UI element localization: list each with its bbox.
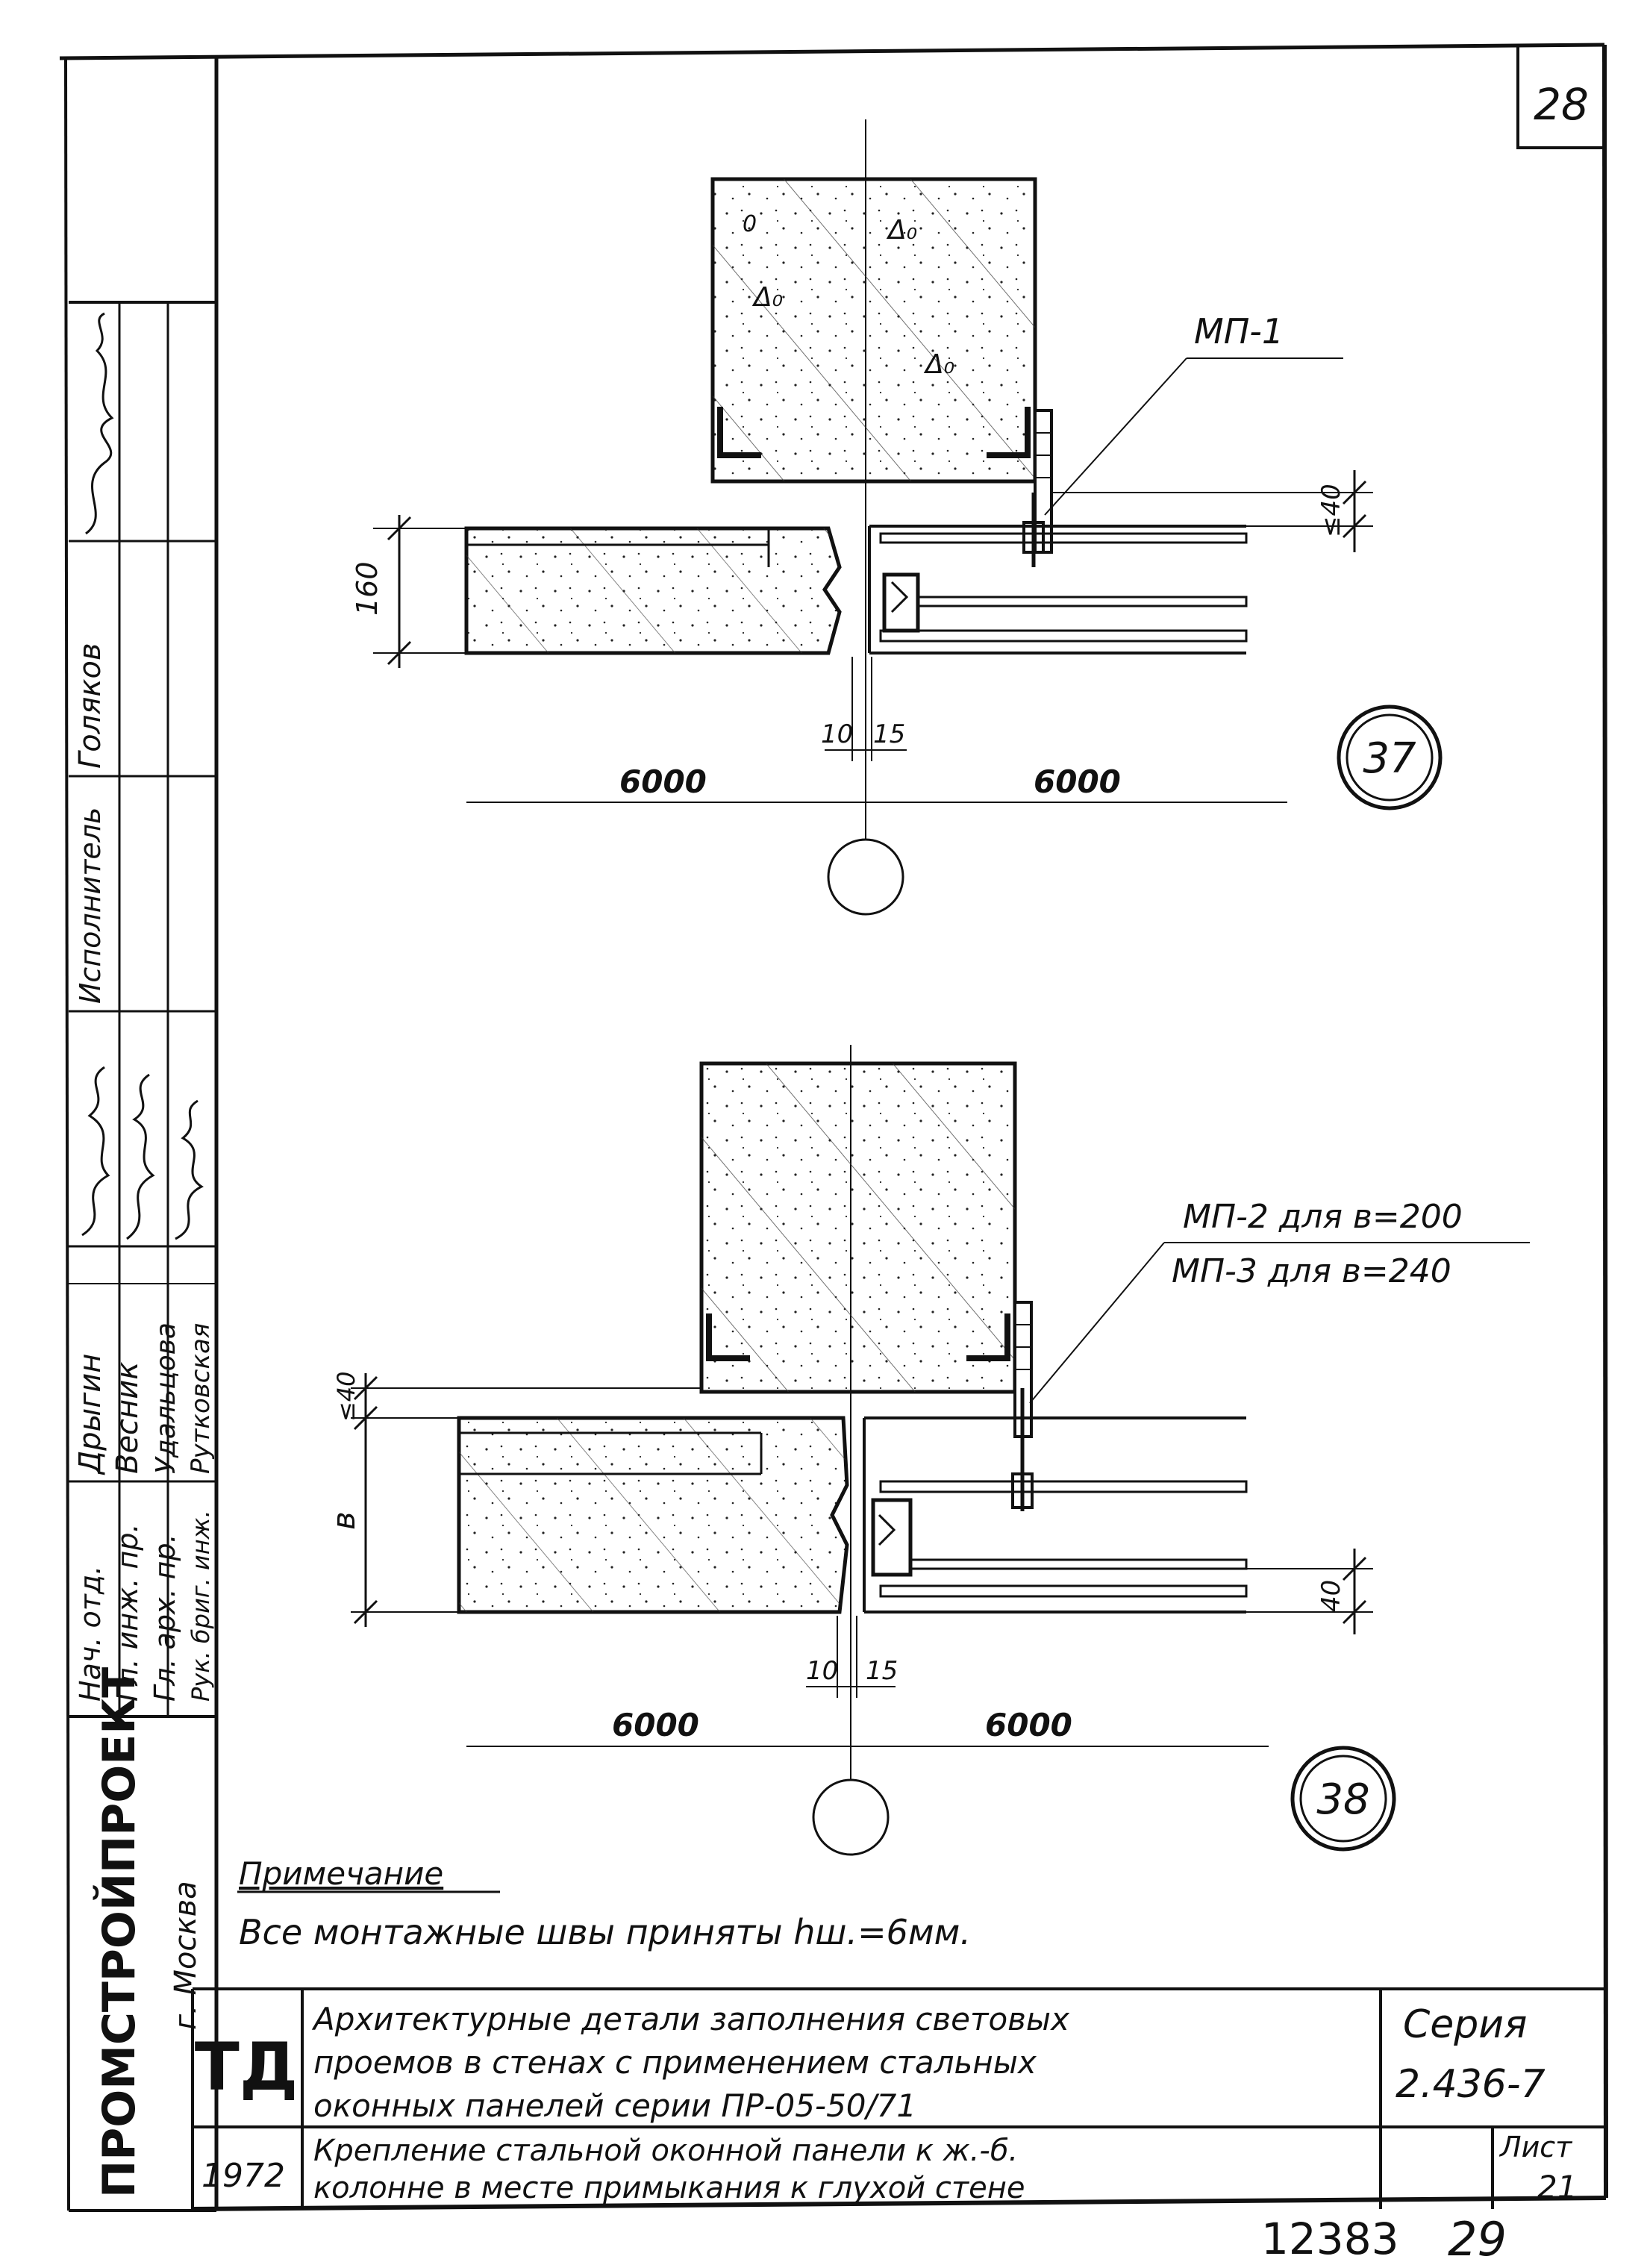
page-number: 28 (1534, 79, 1589, 130)
executor-name: Голяков (73, 643, 107, 769)
sheet-title-line-1: Крепление стальной оконной панели к ж.-б… (313, 2134, 1018, 2168)
span-left-38: 6000 (612, 1707, 699, 1743)
axis-bubble-38 (812, 1778, 890, 1856)
note-heading: Примечание (239, 1855, 443, 1892)
description-line-1: Архитектурные детали заполнения световых (311, 2001, 1070, 2037)
logo: ТД (195, 2028, 298, 2105)
role-executor: Исполнитель (74, 807, 107, 1004)
window-panel-37 (868, 493, 1248, 655)
organization-name: ПРОМСТРОЙПРОЕКТ (92, 1667, 146, 2198)
position-3: Гл. арх. пр. (149, 1534, 181, 1702)
span-right-38: 6000 (985, 1707, 1072, 1743)
dim-gap-left-38: 10 (806, 1656, 838, 1686)
description-line-3: оконных панелей серии ПР-05-50/71 (313, 2087, 916, 2124)
sheet-label: Лист (1498, 2131, 1573, 2164)
axis-bubble-37 (827, 838, 904, 916)
archive-number: 12383 (1261, 2214, 1399, 2264)
signature-4 (175, 1099, 204, 1240)
detail-38: ≤40 в 40 МП-2 для в=200 МП-3 для в=240 1… (325, 1045, 1530, 1856)
note: Примечание Все монтажные швы приняты hш.… (237, 1855, 971, 1952)
city-name: г. Москва (169, 1881, 203, 2030)
name-1: Дрыгин (73, 1354, 107, 1475)
dim-bottom-offset-38: 40 (1316, 1580, 1346, 1612)
dim-gap-right-37: 15 (873, 719, 905, 749)
dim-wall-38: в (325, 1511, 362, 1530)
signature-1 (85, 312, 114, 535)
description-line-2: проемов в стенах с применением стальных (313, 2044, 1037, 2081)
series-value: 2.436-7 (1396, 2062, 1546, 2107)
position-4: Рук. бриг. инж. (187, 1510, 215, 1702)
svg-text:Δ₀: Δ₀ (923, 349, 954, 380)
note-text: Все монтажные швы приняты hш.=6мм. (239, 1912, 971, 1952)
year: 1972 (201, 2157, 285, 2195)
detail-marker-38: 38 (1316, 1775, 1369, 1824)
window-panel-38 (863, 1388, 1248, 1613)
side-stamp-text: ПРОМСТРОЙПРОЕКТ г. Москва Нач. отд. Гл. … (73, 312, 216, 2198)
signature-2 (81, 1066, 110, 1237)
svg-text:Δ₀: Δ₀ (886, 215, 917, 246)
position-1: Нач. отд. (74, 1566, 107, 1702)
plate-label-38-a: МП-2 для в=200 (1183, 1198, 1463, 1236)
detail-marker-37: 37 (1363, 734, 1416, 783)
name-3: Удальцова (151, 1322, 181, 1474)
name-2: Весник (110, 1362, 145, 1474)
svg-text:Δ₀: Δ₀ (751, 282, 783, 313)
dim-offset-37: ≤40 (1316, 484, 1346, 537)
sheet-value: 21 (1537, 2169, 1577, 2205)
detail-37: 160 ≤40 МП-1 10 15 6000 6000 37 Δ₀ Δ₀ Δ₀… (351, 119, 1443, 916)
span-right-37: 6000 (1034, 763, 1121, 800)
dim-top-offset-38: ≤40 (332, 1371, 360, 1422)
dim-gap-left-37: 10 (821, 719, 853, 749)
plate-label-38-b: МП-3 для в=240 (1172, 1252, 1451, 1290)
frame (59, 43, 1608, 2212)
archive-page: 29 (1448, 2212, 1507, 2267)
dim-wall-37: 160 (351, 561, 384, 616)
series-label: Серия (1403, 2002, 1527, 2047)
sheet-title-line-2: колонне в месте примыкания к глухой стен… (313, 2171, 1025, 2205)
dim-gap-right-38: 15 (866, 1656, 898, 1686)
title-block-text: ТД Архитектурные детали заполнения свето… (195, 2001, 1578, 2205)
name-4: Рутковская (186, 1323, 216, 1474)
signature-3 (126, 1073, 155, 1240)
title-block (191, 1987, 1606, 2209)
svg-text:0: 0 (743, 211, 757, 237)
side-stamp (69, 301, 216, 1718)
page-number-box: 28 (1516, 46, 1604, 149)
span-left-37: 6000 (619, 763, 707, 800)
position-2: Гл. инж. пр. (111, 1523, 144, 1702)
plate-label-37: МП-1 (1194, 311, 1284, 352)
